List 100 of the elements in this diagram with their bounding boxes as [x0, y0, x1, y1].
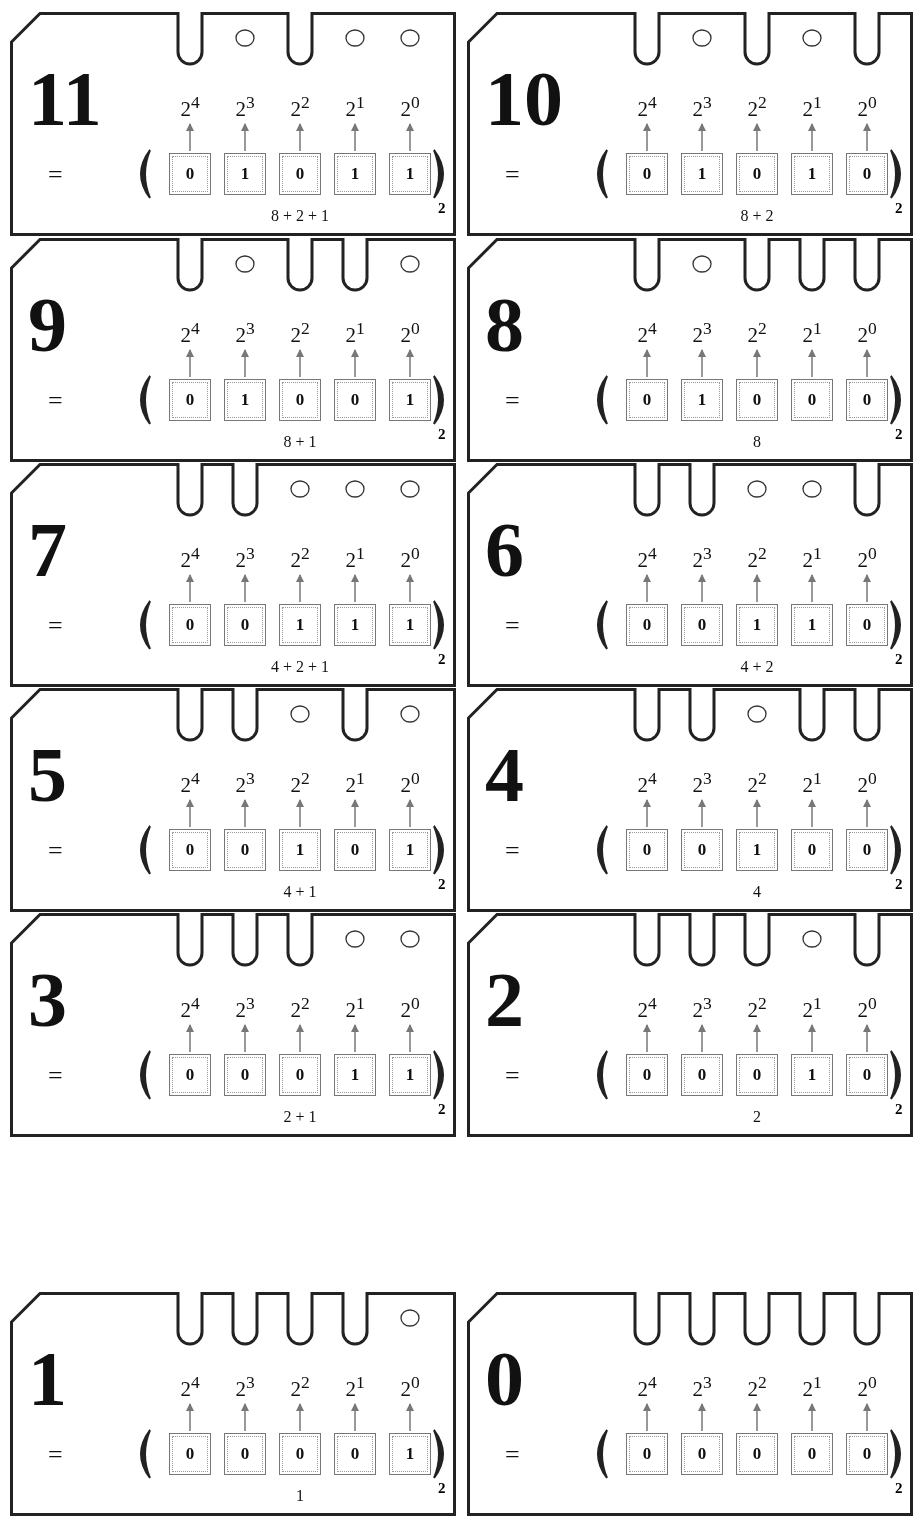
arrow	[351, 349, 359, 378]
digit-box: 1	[736, 829, 778, 871]
arrow	[863, 1403, 871, 1432]
power-label: 2$^{2}$	[282, 770, 318, 796]
card-number: 2	[485, 961, 524, 1039]
power-label: 2$^{3}$	[227, 320, 263, 346]
digit-box: 0	[224, 1054, 266, 1096]
arrow	[753, 799, 761, 828]
power-label: 2$^{1}$	[794, 320, 830, 346]
digit-box: 1	[791, 1054, 833, 1096]
arrow	[351, 799, 359, 828]
sum-label: 8	[752, 434, 762, 450]
arrow	[186, 123, 194, 152]
arrow	[698, 1024, 706, 1053]
power-label: 2$^{2}$	[739, 320, 775, 346]
arrow	[863, 349, 871, 378]
power-label: 2$^{3}$	[684, 1374, 720, 1400]
digit-box: 0	[846, 1433, 888, 1475]
digit-box: 0	[736, 1054, 778, 1096]
equals-sign: =	[48, 1442, 63, 1468]
arrow	[753, 1403, 761, 1432]
sum-label: 8 + 2 + 1	[269, 208, 330, 224]
arrow	[186, 1024, 194, 1053]
arrow	[863, 1024, 871, 1053]
digit-box: 0	[224, 1433, 266, 1475]
arrow	[406, 1403, 414, 1432]
digit-box: 0	[279, 1433, 321, 1475]
power-label: 2$^{0}$	[849, 320, 885, 346]
card-number: 5	[28, 736, 67, 814]
power-label: 2$^{3}$	[684, 320, 720, 346]
sum-label: 2 + 1	[282, 1109, 318, 1125]
digit-box: 0	[736, 1433, 778, 1475]
power-label: 2$^{0}$	[392, 545, 428, 571]
power-label: 2$^{4}$	[172, 995, 208, 1021]
number-card	[10, 463, 456, 687]
arrow	[186, 349, 194, 378]
arrow	[241, 1403, 249, 1432]
digit-box: 0	[279, 153, 321, 195]
arrow	[808, 1403, 816, 1432]
arrow	[753, 1024, 761, 1053]
arrow	[643, 574, 651, 603]
arrow	[186, 1403, 194, 1432]
equals-sign: =	[505, 613, 520, 639]
digit-box: 0	[626, 1054, 668, 1096]
digit-box: 1	[279, 829, 321, 871]
power-label: 2$^{4}$	[629, 94, 665, 120]
power-label: 2$^{4}$	[172, 545, 208, 571]
digit-box: 1	[334, 1054, 376, 1096]
power-label: 2$^{0}$	[392, 770, 428, 796]
arrow	[643, 1403, 651, 1432]
digit-box: 0	[791, 1433, 833, 1475]
power-label: 2$^{2}$	[282, 1374, 318, 1400]
power-label: 2$^{2}$	[739, 545, 775, 571]
power-label: 2$^{4}$	[172, 1374, 208, 1400]
sum-label: 8 + 1	[282, 434, 318, 450]
arrow	[406, 123, 414, 152]
power-label: 2$^{0}$	[849, 770, 885, 796]
digit-box: 0	[169, 379, 211, 421]
sum-label: 2	[752, 1109, 762, 1125]
card-number: 4	[485, 736, 524, 814]
power-label: 2$^{2}$	[282, 995, 318, 1021]
digit-box: 0	[169, 153, 211, 195]
equals-sign: =	[48, 1063, 63, 1089]
digit-box: 0	[279, 379, 321, 421]
power-label: 2$^{0}$	[392, 1374, 428, 1400]
power-label: 2$^{2}$	[739, 995, 775, 1021]
arrow	[351, 574, 359, 603]
power-label: 2$^{0}$	[392, 995, 428, 1021]
digit-box: 0	[846, 604, 888, 646]
arrow	[643, 123, 651, 152]
digit-box: 1	[224, 379, 266, 421]
arrow	[241, 574, 249, 603]
power-label: 2$^{1}$	[337, 770, 373, 796]
digit-box: 0	[169, 829, 211, 871]
arrow	[406, 574, 414, 603]
digit-box: 1	[681, 153, 723, 195]
power-label: 2$^{3}$	[684, 995, 720, 1021]
arrow	[808, 1024, 816, 1053]
number-card	[10, 913, 456, 1137]
power-label: 2$^{1}$	[337, 320, 373, 346]
arrow	[698, 574, 706, 603]
arrow	[643, 349, 651, 378]
arrow	[753, 123, 761, 152]
arrow	[351, 1024, 359, 1053]
arrow	[406, 349, 414, 378]
power-label: 2$^{1}$	[337, 94, 373, 120]
power-label: 2$^{1}$	[794, 545, 830, 571]
number-card	[467, 913, 913, 1137]
digit-box: 0	[736, 379, 778, 421]
arrow	[296, 123, 304, 152]
arrow	[296, 349, 304, 378]
power-label: 2$^{0}$	[849, 94, 885, 120]
digit-box: 1	[389, 1054, 431, 1096]
power-label: 2$^{4}$	[172, 94, 208, 120]
power-label: 2$^{3}$	[227, 770, 263, 796]
equals-sign: =	[505, 1442, 520, 1468]
arrow	[753, 574, 761, 603]
digit-box: 1	[791, 604, 833, 646]
card-number: 7	[28, 511, 67, 589]
digit-box: 0	[681, 1433, 723, 1475]
